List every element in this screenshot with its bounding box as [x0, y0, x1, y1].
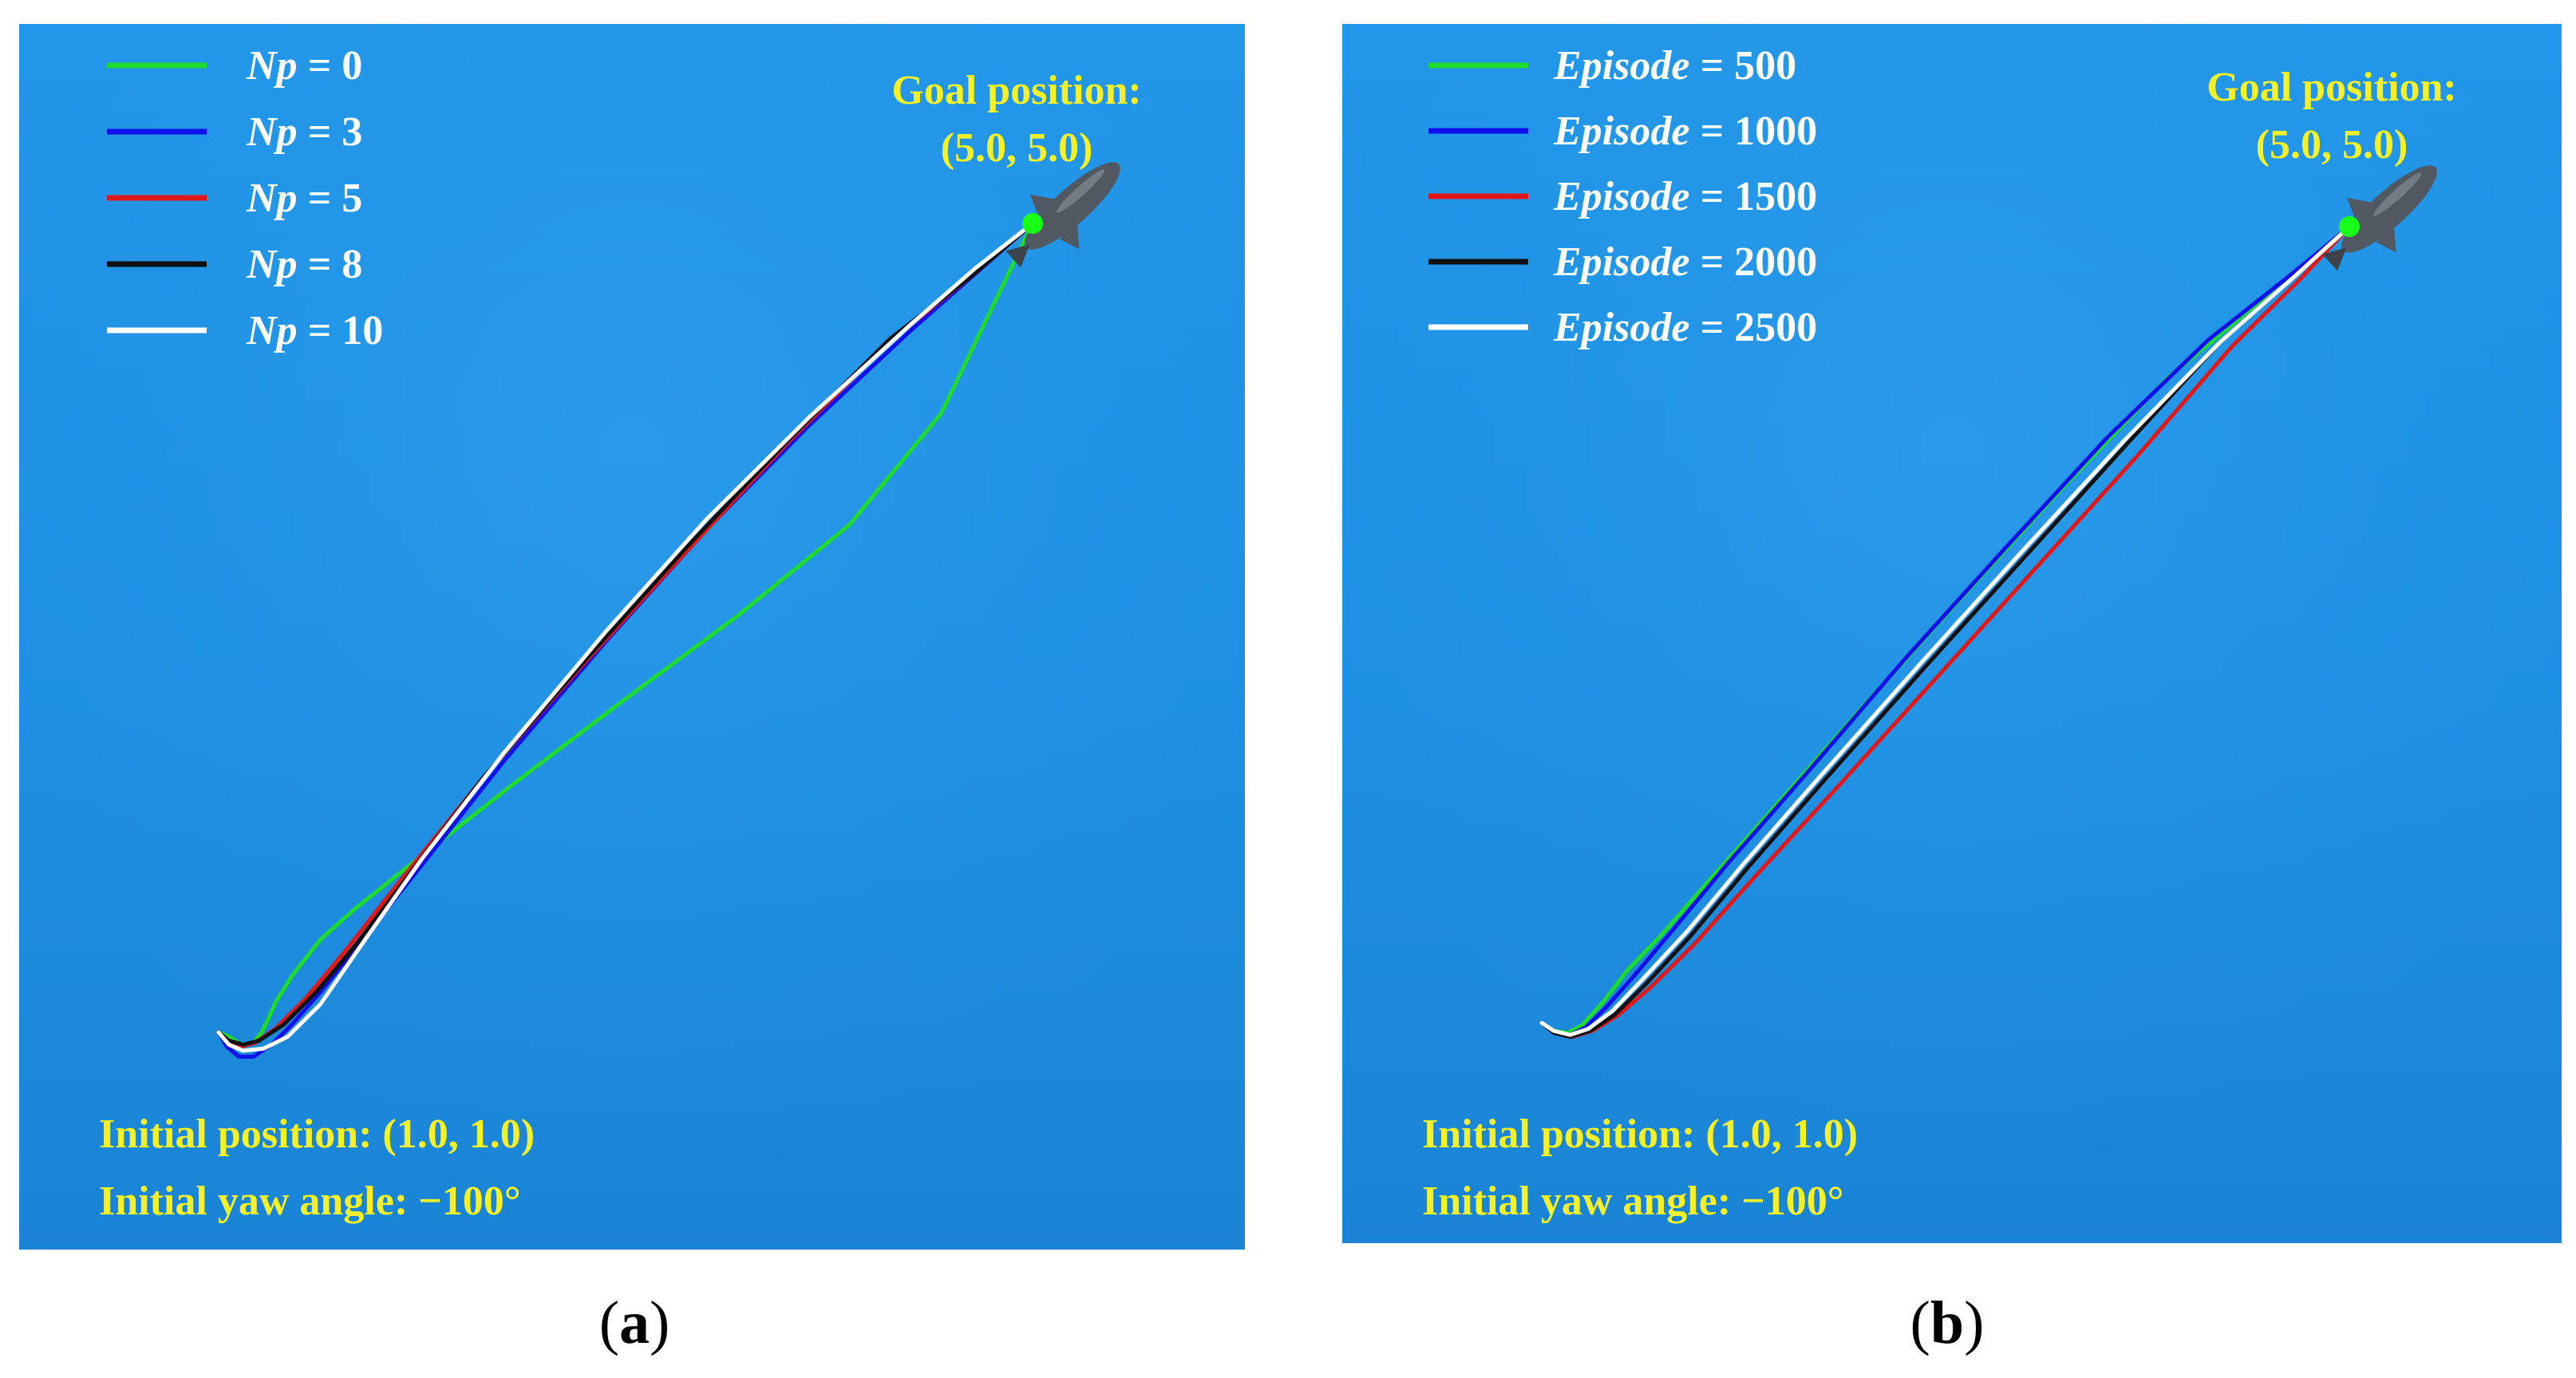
legend-lines-a [107, 62, 207, 334]
vehicle-fin [2376, 226, 2396, 253]
trajectory-plot-a: Np = 0 Np = 3 Np = 5 Np = 8 Np = 10 Goal pos… [19, 24, 1245, 1250]
vehicle-fin [1059, 223, 1080, 250]
vehicle-highlight [1057, 169, 1105, 213]
vehicle-icon [1006, 162, 1120, 268]
goal-marker [2339, 216, 2360, 237]
vehicle-body [1025, 162, 1120, 250]
chart-panel-a: Np = 0 Np = 3 Np = 5 Np = 8 Np = 10 Goal pos… [19, 24, 1245, 1250]
trajectories-a [216, 221, 1035, 1059]
goal-label-line2: (5.0, 5.0) [2256, 122, 2408, 168]
trajectory-series-10 [216, 221, 1035, 1053]
goal-label-line1: Goal position: [2207, 65, 2457, 110]
goal-label-line2: (5.0, 5.0) [941, 125, 1093, 171]
legend-label-1500: Episode = 1500 [1553, 174, 1817, 219]
initial-position-label: Initial position: (1.0, 1.0) [1422, 1111, 1858, 1157]
caption-b: (b) [1910, 1289, 1985, 1356]
initial-yaw-label: Initial yaw angle: −100° [99, 1179, 521, 1224]
legend-label-5: Np = 5 [246, 176, 362, 221]
legend-lines-b [1428, 62, 1528, 330]
legend-label-2500: Episode = 2500 [1553, 305, 1817, 350]
vehicle-fin [1029, 194, 1057, 215]
legend-label-1000: Episode = 1000 [1553, 109, 1817, 154]
legend-label-3: Np = 3 [246, 109, 362, 155]
legend-label-0: Np = 0 [246, 43, 362, 89]
legend-texts-a: Np = 0 Np = 3 Np = 5 Np = 8 Np = 10 [246, 43, 383, 353]
vehicle-tail [1006, 244, 1030, 268]
trajectory-series-3 [216, 221, 1035, 1059]
legend-label-8: Np = 8 [246, 242, 362, 287]
legend-label-2000: Episode = 2000 [1553, 239, 1817, 285]
initial-position-label: Initial position: (1.0, 1.0) [99, 1111, 535, 1157]
caption-a: (a) [599, 1289, 670, 1356]
caption-a-letter: a [619, 1289, 650, 1356]
vehicle-highlight [2373, 172, 2422, 216]
vehicle-body [2341, 165, 2437, 253]
legend-label-500: Episode = 500 [1553, 43, 1796, 89]
trajectories-b [1539, 224, 2352, 1039]
goal-label-line1: Goal position: [891, 68, 1142, 113]
trajectory-series-2500 [1539, 224, 2352, 1037]
vehicle-tail [2322, 247, 2347, 271]
legend-label-10: Np = 10 [246, 308, 383, 353]
vehicle-fin [2346, 197, 2373, 219]
goal-marker [1022, 213, 1043, 234]
caption-b-letter: b [1930, 1289, 1965, 1356]
vehicle-icon [2322, 165, 2437, 271]
initial-yaw-label: Initial yaw angle: −100° [1422, 1179, 1844, 1224]
